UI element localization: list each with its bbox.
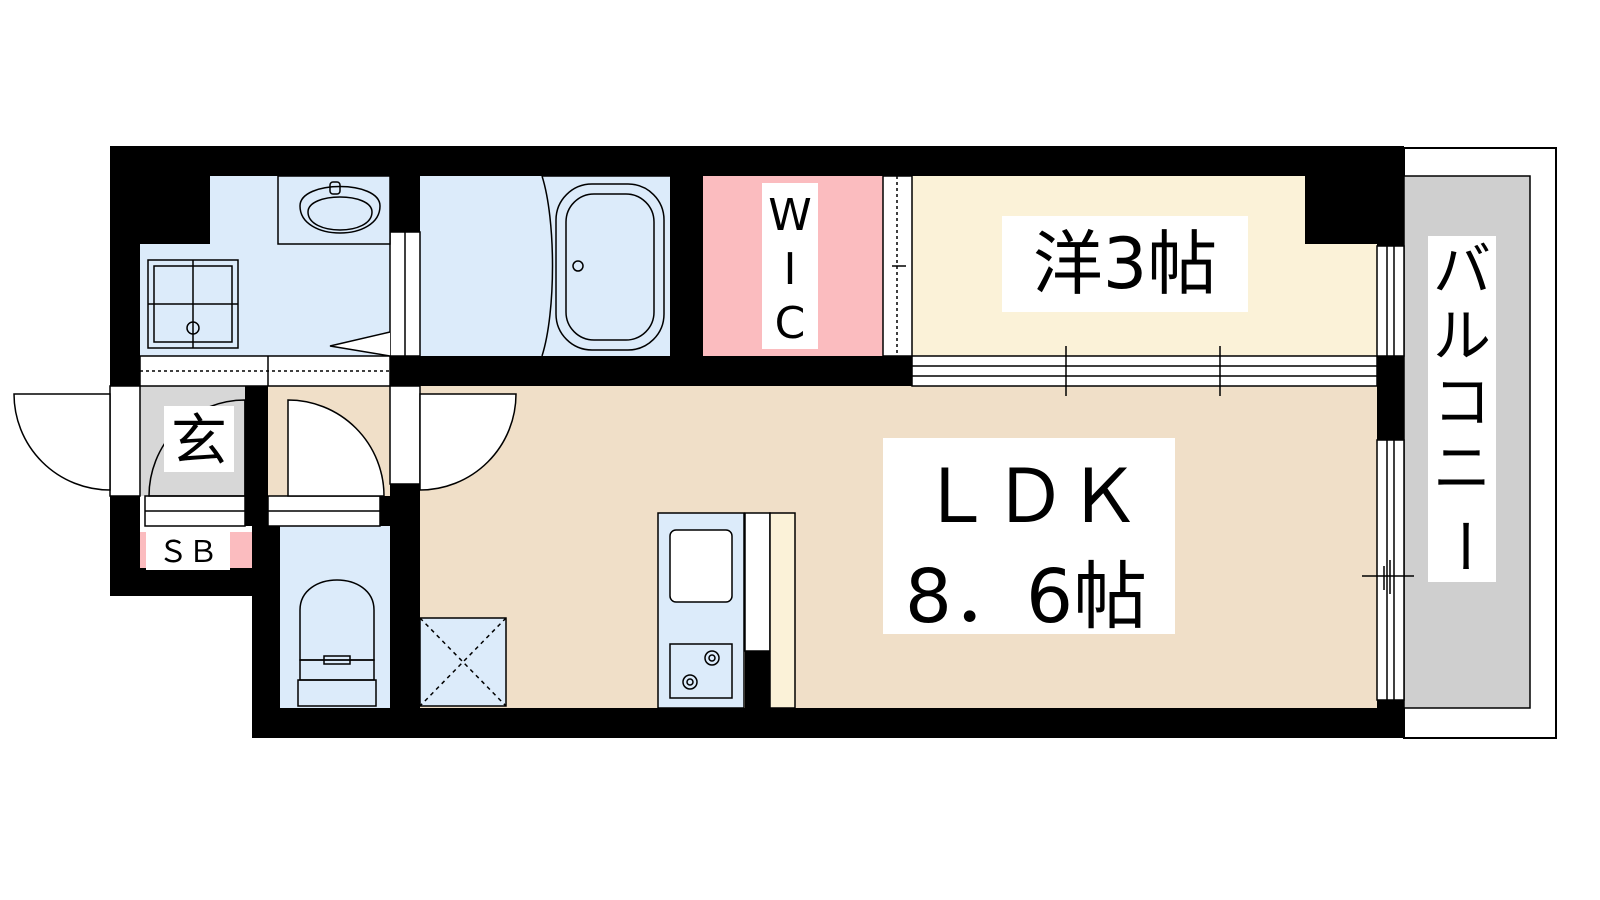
wic-label-i: I: [784, 244, 797, 295]
bathtub-icon: [541, 175, 670, 357]
label-bg-wic: [762, 183, 818, 349]
wall-bottom: [252, 708, 1404, 738]
stove-icon: [669, 643, 733, 699]
wall-sb-bottom: [110, 568, 270, 596]
wall-bath-wic: [670, 146, 703, 386]
door-swings: [13, 331, 517, 497]
washbasin-icon: [277, 175, 391, 245]
wall-right-top: [1377, 146, 1404, 246]
wic-label-w: W: [768, 190, 812, 241]
western-room-column: [1305, 170, 1385, 244]
wall-left-upper: [110, 146, 140, 386]
balcony-label-4: ニ: [1433, 434, 1491, 502]
label-bg-balcony: [1428, 236, 1496, 582]
wall-top: [110, 146, 1404, 176]
shoe-box-label: ＳＢ: [158, 535, 218, 570]
wic-label-c: C: [775, 298, 806, 349]
entrance-label: 玄: [171, 409, 227, 474]
ldk-label: ＬＤＫ: [919, 454, 1141, 540]
refrigerator-space-icon: [419, 617, 507, 707]
label-bg-entrance: [164, 406, 234, 472]
wall-kitchen-divider: [745, 651, 770, 708]
kitchen-counter: [657, 512, 796, 709]
balcony-label-1: バ: [1433, 236, 1491, 304]
balcony-label-5: ー: [1430, 517, 1498, 575]
wall-right-mid: [1377, 356, 1404, 440]
label-bg-sb: [146, 530, 230, 570]
washroom-sliding-door: [329, 331, 391, 357]
toilet-icon: [297, 579, 377, 707]
window-lines: [140, 176, 1414, 700]
sink-icon: [669, 529, 733, 603]
western-room-label: 洋3帖: [1033, 223, 1218, 305]
balcony-label-2: ル: [1433, 302, 1491, 370]
hall-door-icon: [419, 393, 517, 491]
label-bg-ldk: [883, 438, 1175, 634]
balcony-label-3: コ: [1433, 368, 1491, 436]
wall-toilet-left: [252, 496, 280, 738]
wall-entrance-hall: [245, 386, 268, 526]
washroom-notch: [140, 176, 210, 244]
wall-hall-toilet: [390, 484, 420, 738]
toilet-door-icon: [287, 399, 385, 497]
wall-mid-horizontal: [390, 356, 912, 386]
washing-machine-pan-icon: [147, 259, 239, 349]
ldk-size-label: 8．6帖: [905, 554, 1147, 640]
wall-right-bottom: [1377, 700, 1404, 738]
bathroom-floor: [420, 176, 670, 356]
front-door-icon: [13, 393, 111, 491]
wall-wash-bath: [390, 146, 420, 232]
toilet-floor: [280, 526, 390, 708]
label-bg-western: [1002, 216, 1248, 312]
wall-openings: [109, 175, 1405, 701]
